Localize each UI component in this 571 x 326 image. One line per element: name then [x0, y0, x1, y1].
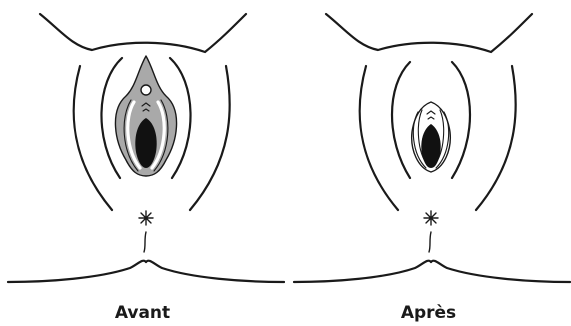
- cleft-line: [429, 232, 431, 252]
- buttock-right: [431, 261, 570, 282]
- anus-mark: [139, 211, 153, 225]
- right-thigh-line: [190, 66, 230, 210]
- before-drawing: [0, 0, 285, 300]
- anus-mark: [424, 211, 438, 225]
- waist-line: [40, 14, 246, 52]
- panel-after: Après: [286, 0, 571, 326]
- outer-left-contour: [392, 62, 410, 178]
- waist-line: [326, 14, 532, 52]
- caption-after: Après: [286, 303, 571, 323]
- right-thigh-line: [476, 66, 516, 210]
- outer-right-contour: [452, 62, 470, 178]
- clitoral-hood: [141, 85, 151, 95]
- after-drawing: [286, 0, 571, 300]
- cleft-line: [144, 232, 146, 252]
- buttock-left: [8, 261, 146, 282]
- left-thigh-line: [360, 66, 398, 210]
- caption-before: Avant: [0, 303, 285, 323]
- buttock-left: [294, 261, 431, 282]
- panel-before: Avant: [0, 0, 285, 326]
- buttock-right: [146, 261, 284, 282]
